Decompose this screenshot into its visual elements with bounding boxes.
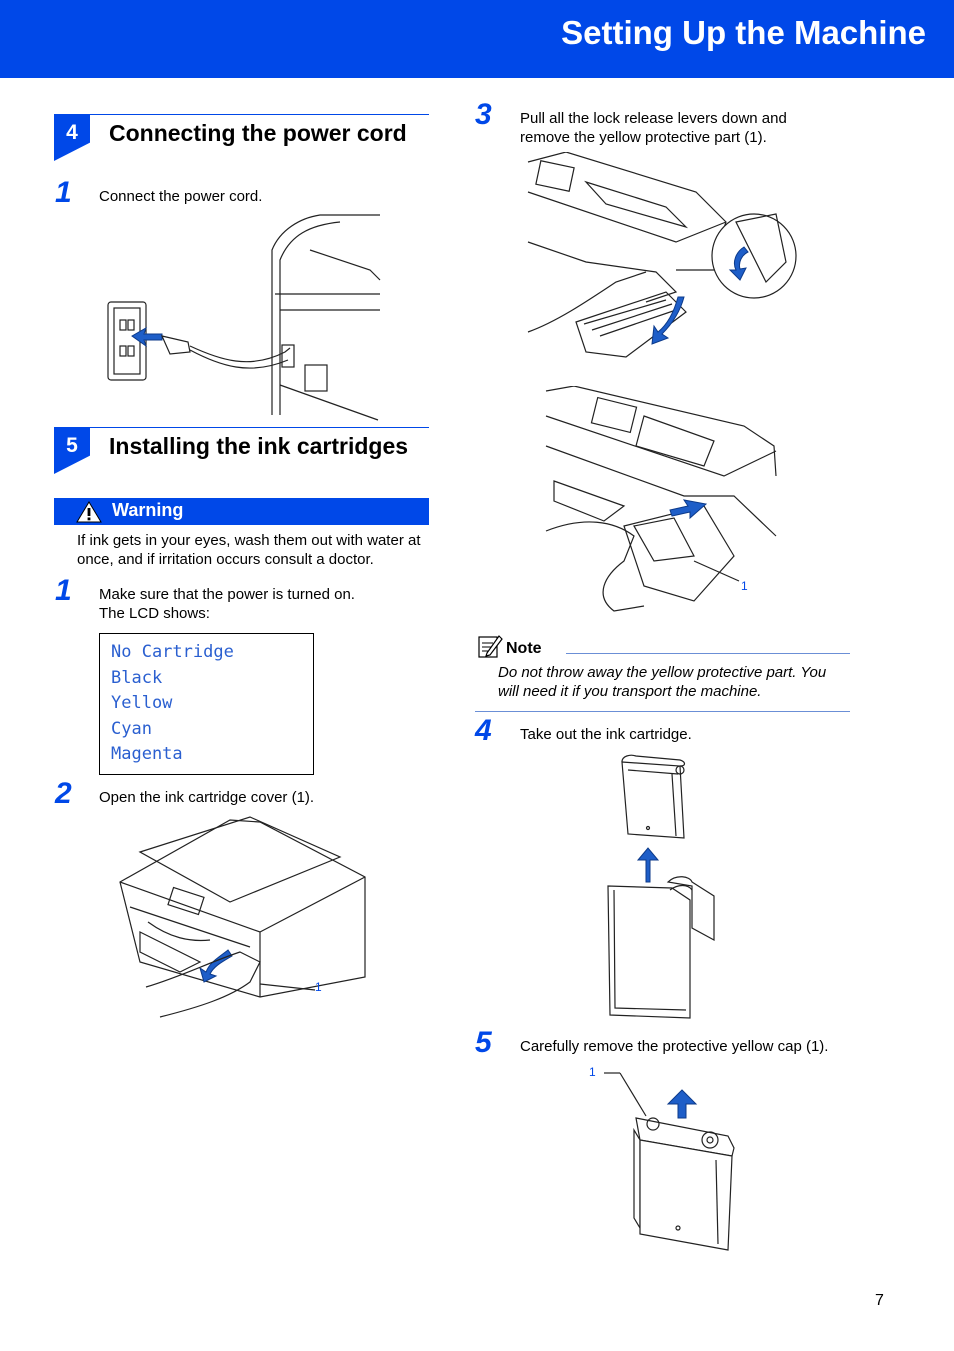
remove-protective-part-illustration <box>545 386 777 612</box>
page-header <box>0 0 954 78</box>
section-5-badge: 5 <box>54 428 90 474</box>
step-number: 4 <box>475 714 492 747</box>
step-text: Carefully remove the protective yellow c… <box>520 1038 829 1055</box>
printer-open-cover-illustration <box>119 816 366 1018</box>
step-number: 1 <box>55 176 72 209</box>
lcd-line: Cyan <box>111 718 152 739</box>
step-text: Pull all the lock release levers down an… <box>520 110 787 127</box>
step-text: Open the ink cartridge cover (1). <box>99 789 315 806</box>
section-5-rule <box>54 427 429 428</box>
warning-text: If ink gets in your eyes, wash them out … <box>77 532 421 568</box>
lcd-line: Black <box>111 667 163 688</box>
page-number: 7 <box>875 1292 884 1309</box>
warning-bar <box>54 498 429 525</box>
lock-release-levers-illustration <box>527 152 797 358</box>
step-number: 2 <box>55 777 72 810</box>
callout-number: 1 <box>315 980 322 994</box>
callout-number: 1 <box>589 1065 596 1079</box>
step-text: remove the yellow protective part (1). <box>520 129 767 146</box>
section-4-title: Connecting the power cord <box>109 120 407 146</box>
callout-number: 1 <box>741 579 748 593</box>
note-label: Note <box>506 640 542 657</box>
step-number: 5 <box>475 1026 492 1059</box>
page-title: Setting Up the Machine <box>561 14 926 51</box>
step-text: Make sure that the power is turned on. <box>99 586 355 603</box>
note-pencil-icon <box>478 635 503 658</box>
step-text: The LCD shows: <box>99 605 210 622</box>
section-4-rule <box>54 114 429 115</box>
ink-cartridge-package-illustration <box>607 754 715 1019</box>
step-text: Take out the ink cartridge. <box>520 726 692 743</box>
lcd-line: Yellow <box>111 693 173 713</box>
lcd-line: Magenta <box>111 744 183 764</box>
warning-triangle-icon <box>76 501 102 523</box>
note-bottom-rule <box>475 711 850 712</box>
note-text: Do not throw away the yellow protective … <box>498 664 827 681</box>
lcd-line: No Cartridge <box>111 642 234 662</box>
lcd-display: No Cartridge Black Yellow Cyan Magenta <box>99 633 314 775</box>
section-5-title: Installing the ink cartridges <box>109 433 409 459</box>
note-top-rule <box>566 653 850 654</box>
power-cord-illustration <box>107 214 381 421</box>
warning-label: Warning <box>112 500 184 520</box>
note-text: will need it if you transport the machin… <box>498 683 762 700</box>
step-number: 3 <box>475 98 492 131</box>
step-text: Connect the power cord. <box>99 188 263 205</box>
section-4-badge: 4 <box>54 115 90 161</box>
step-number: 1 <box>55 574 72 607</box>
remove-yellow-cap-illustration <box>604 1072 735 1251</box>
